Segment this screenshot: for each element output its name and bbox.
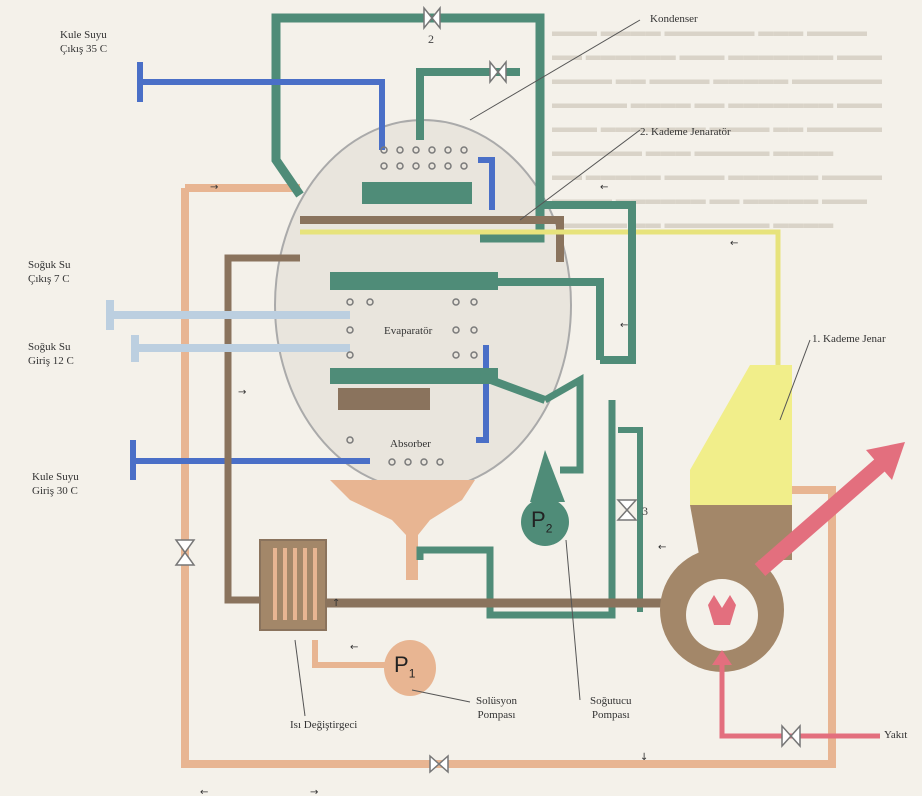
valve-top-icon: [489, 59, 507, 85]
pump-p2-neck: [530, 450, 565, 502]
sogutucu-title: Soğutucu: [590, 695, 632, 707]
absorber-tubes: [346, 436, 444, 466]
pipe-solution-outer: [181, 188, 836, 768]
svg-text:→: →: [310, 787, 318, 796]
solusyon-title: Solüsyon: [476, 695, 517, 707]
valve-bottom-icon: [429, 754, 449, 774]
burner-neck: [690, 505, 792, 560]
pipe-refrigerant-loop: [416, 400, 616, 619]
soguk-giris-temp: Giriş 12 C: [28, 355, 74, 367]
valve-fuel-icon: [781, 724, 801, 748]
pipe-kule-up: [478, 157, 495, 210]
svg-text:↑: ↑: [332, 598, 340, 609]
p2-sub: 2: [545, 521, 553, 536]
vessel-shell: [274, 119, 572, 491]
absorber-sump: [330, 480, 475, 580]
p1-main: P: [394, 652, 409, 677]
kule-giris-temp: Giriş 30 C: [32, 485, 78, 497]
pipe-condenser-loop: [271, 13, 545, 243]
svg-text:←: ←: [658, 542, 666, 553]
label-isi-degistirgeci: Isı Değiştirgeci: [290, 719, 358, 731]
label-yakit: Yakıt: [884, 729, 908, 741]
soguk-cikis-temp: Çıkış 7 C: [28, 273, 70, 285]
svg-text:→: →: [238, 387, 246, 398]
kule-cikis-title: Kule Suyu: [60, 29, 107, 41]
pipe-brown-left: [224, 254, 300, 604]
pipe-condenser-inner: [416, 68, 520, 140]
absorber-block: [338, 388, 430, 410]
p2-main: P: [531, 507, 546, 532]
label-pump-p2: P2: [531, 507, 552, 535]
svg-text:←: ←: [350, 642, 358, 653]
svg-text:←: ←: [600, 182, 608, 193]
label-kule-giris: Kule Suyu Giriş 30 C: [32, 470, 79, 498]
evaporator-bottom-block: [330, 368, 498, 384]
soguk-giris-title: Soğuk Su: [28, 341, 71, 353]
generator-1-body: [690, 365, 792, 505]
valve-2-number: 2: [428, 32, 434, 46]
pipe-hx-to-p1: [312, 640, 385, 668]
kule-giris-title: Kule Suyu: [32, 471, 79, 483]
flame-icon: [708, 595, 736, 625]
pump-p1: [384, 640, 436, 696]
flue-arrow-shaft: [754, 458, 886, 577]
label-kule-cikis: Kule Suyu Çıkış 35 C: [60, 28, 107, 56]
p1-sub: 1: [408, 666, 416, 681]
sogutucu-subtitle: Pompası: [591, 709, 630, 721]
fuel-arrow-icon: [712, 650, 732, 665]
svg-text:←: ←: [730, 238, 738, 249]
pipe-green-right: [540, 201, 636, 364]
pipe-p2-return: [543, 373, 584, 474]
svg-text:←: ←: [200, 787, 208, 796]
label-soguk-giris: Soğuk Su Giriş 12 C: [28, 340, 74, 368]
valve-3-number: 3: [642, 504, 648, 518]
soguk-cikis-title: Soğuk Su: [28, 259, 71, 271]
svg-text:→: →: [210, 182, 218, 193]
pipe-valve3-line: [618, 427, 643, 612]
label-sogutucu-pompasi: Soğutucu Pompası: [590, 694, 632, 722]
label-kademe-2: 2. Kademe Jenaratör: [640, 126, 731, 138]
svg-text:←: ←: [620, 320, 628, 331]
label-absorber: Absorber: [390, 438, 431, 450]
condenser-tubes: [380, 146, 468, 170]
leader-lines: [294, 19, 811, 717]
evaporator-top-block: [330, 272, 498, 290]
heat-exchanger-coil: [273, 548, 317, 620]
label-kademe-1: 1. Kademe Jenar: [812, 333, 886, 345]
label-kondenser: Kondenser: [650, 13, 698, 25]
label-soguk-cikis: Soğuk Su Çıkış 7 C: [28, 258, 71, 286]
valve-left-icon: [174, 539, 196, 566]
pipe-fuel: [719, 655, 880, 739]
solusyon-subtitle: Pompası: [477, 709, 516, 721]
kule-cikis-temp: Çıkış 35 C: [60, 43, 108, 55]
pipe-gen2-brown: [300, 216, 564, 262]
label-solusyon-pompasi: Solüsyon Pompası: [476, 694, 517, 722]
valve-2-icon: [423, 5, 441, 31]
pipe-to-p2: [478, 372, 547, 404]
evaporator-tubes: [346, 298, 478, 359]
pump-p2: [521, 498, 569, 546]
generator-2-block: [362, 182, 472, 204]
label-evaporator: Evaparatör: [384, 325, 433, 337]
pipe-steam-yellow: [300, 229, 781, 365]
valve-3-icon: [616, 499, 638, 521]
flow-arrows: → ← ← ← → ← ↑ ← ↓ ← →: [200, 182, 738, 796]
svg-text:↓: ↓: [640, 752, 648, 763]
label-pump-p1: P1: [394, 652, 415, 680]
pipe-kule-cikis: [140, 79, 385, 150]
pipe-evap-out: [498, 278, 604, 360]
flue-arrow-head: [866, 442, 905, 480]
